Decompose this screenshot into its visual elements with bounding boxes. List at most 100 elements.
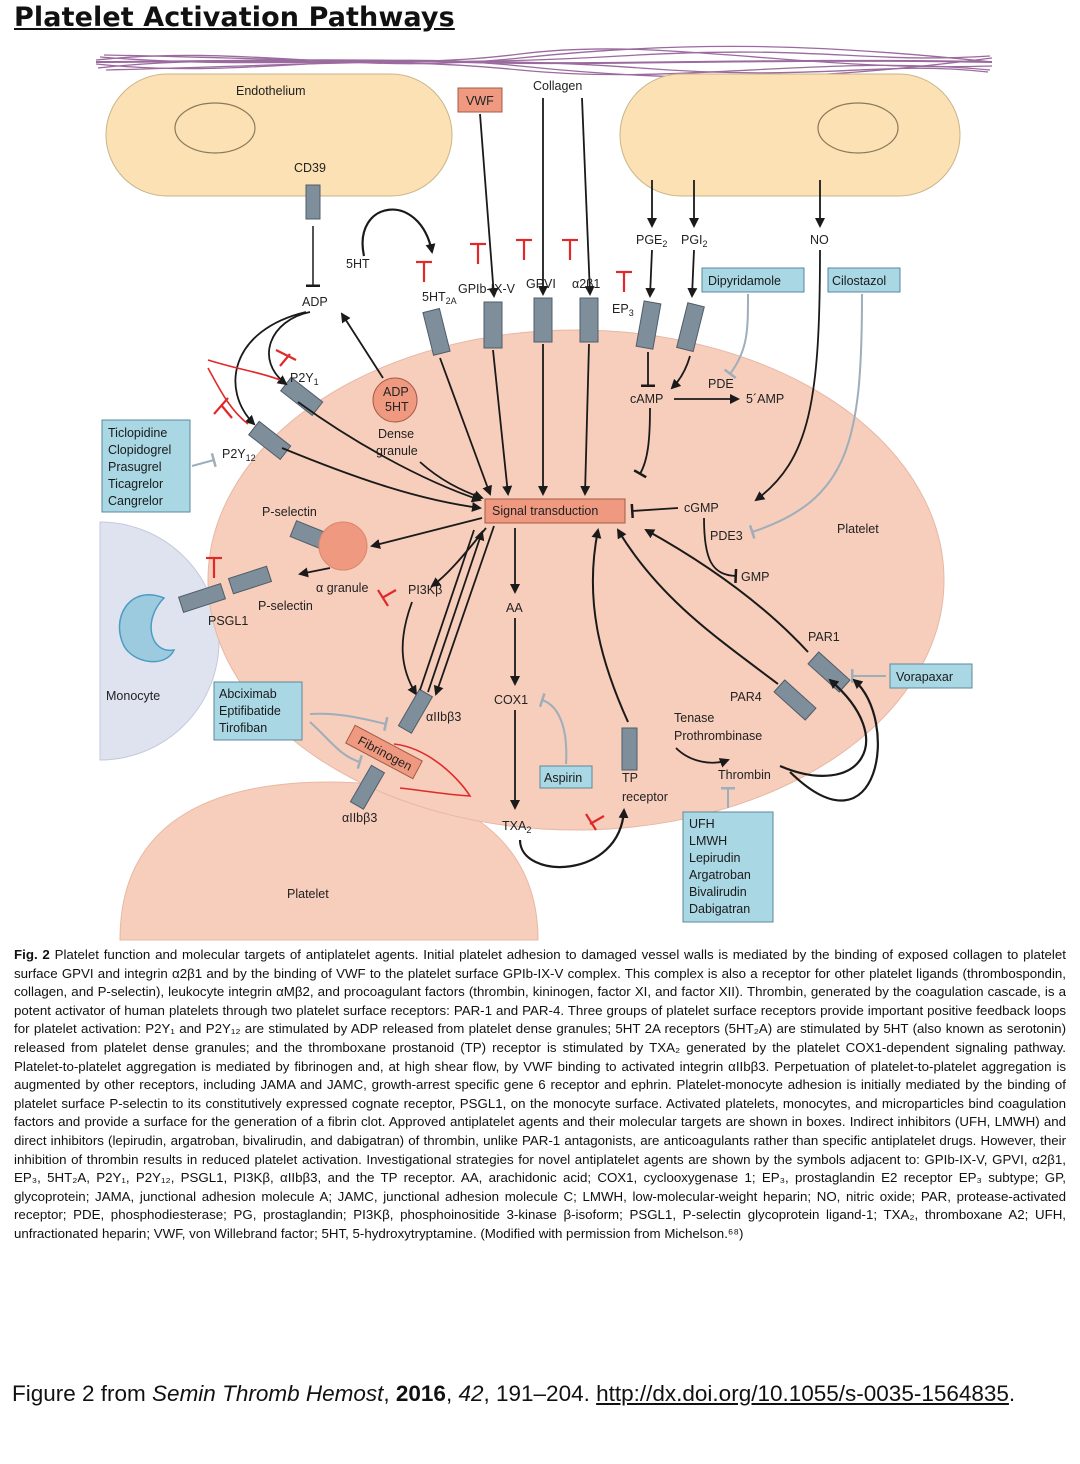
signal-transduction-label: Signal transduction	[492, 504, 598, 518]
tp-label-2: receptor	[622, 790, 668, 804]
thrombin-inhibitor-box	[682, 811, 774, 923]
alpha-granule	[318, 521, 368, 571]
prothrombinase-label: Prothrombinase	[674, 729, 762, 743]
doi-link[interactable]: http://dx.doi.org/10.1055/s-0035-1564835	[596, 1381, 1009, 1406]
bivalirudin-label: Bivalirudin	[689, 885, 747, 899]
monocyte-label: Monocyte	[106, 689, 160, 703]
pathway-diagram: Endothelium Monocyte Platelet Platelet C…	[95, 45, 993, 941]
endothelium-label: Endothelium	[236, 84, 306, 98]
pselectin-top-label: P-selectin	[262, 505, 317, 519]
monocyte-cell	[99, 521, 220, 761]
p2y1-label: P2Y1	[290, 371, 319, 387]
platelet-label: Platelet	[837, 522, 879, 536]
vwf-label: VWF	[466, 94, 494, 108]
p2y12-label: P2Y12	[222, 447, 256, 463]
aiib3-lower-label: αIIbβ3	[342, 811, 377, 825]
aa-label: AA	[506, 601, 523, 615]
fiveht-label: 5HT	[346, 257, 370, 271]
aiib3-lower-receptor	[349, 764, 386, 810]
main-platelet-cell	[207, 329, 945, 831]
aspirin-box	[539, 765, 593, 789]
dabigatran-label: Dabigatran	[689, 902, 750, 916]
ep3-label: EP3	[612, 302, 634, 318]
prasugrel-label: Prasugrel	[108, 460, 162, 474]
txa2-label: TXA2	[502, 819, 531, 835]
endothelial-cell-right	[619, 73, 961, 197]
endothelial-cell-left	[105, 73, 453, 197]
collagen-label: Collagen	[533, 79, 582, 93]
dense-5ht: 5HT	[385, 400, 409, 414]
pge2-label: PGE2	[636, 233, 667, 249]
p2y12-inhibitor-box	[101, 419, 191, 513]
no-label: NO	[810, 233, 829, 247]
clopidogrel-label: Clopidogrel	[108, 443, 171, 457]
a2b1-receptor	[579, 297, 599, 343]
cangrelor-label: Cangrelor	[108, 494, 163, 508]
p2y12-receptor	[247, 420, 292, 461]
investigational-markers	[206, 238, 632, 831]
monocyte-nucleus	[118, 594, 176, 663]
figure-citation: Figure 2 from Semin Thromb Hemost, 2016,…	[12, 1377, 1072, 1410]
a2b1-label: α2β1	[572, 277, 600, 291]
par4-label: PAR4	[730, 690, 762, 704]
gp-inhibitor-box	[213, 681, 303, 741]
collagen-fibres	[95, 45, 993, 78]
dense-granule-label-1: Dense	[378, 427, 414, 441]
aiib3-upper-receptor	[397, 688, 434, 734]
gpib-label: GPIb-IX-V	[458, 282, 516, 296]
par1-label: PAR1	[808, 630, 840, 644]
dense-granule	[372, 377, 418, 423]
gmp-label: GMP	[741, 570, 769, 584]
cd39-receptor	[305, 184, 321, 220]
tirofiban-label: Tirofiban	[219, 721, 267, 735]
par4-receptor	[773, 679, 817, 721]
citation-prefix: Figure 2 from	[12, 1381, 153, 1406]
camp-label: cAMP	[630, 392, 663, 406]
lower-platelet-cell	[119, 781, 539, 941]
pgi2-label: PGI2	[681, 233, 708, 249]
abciximab-label: Abciximab	[219, 687, 277, 701]
eptifibatide-label: Eptifibatide	[219, 704, 281, 718]
gpib-receptor	[483, 301, 503, 349]
endothelial-nucleus-left	[174, 102, 256, 154]
alpha-granule-label: α granule	[316, 581, 368, 595]
tp-label-1: TP	[622, 771, 638, 785]
psgl1-receptor	[177, 582, 227, 614]
lepirudin-label: Lepirudin	[689, 851, 740, 865]
tenase-label: Tenase	[674, 711, 714, 725]
pgi2-receptor	[676, 302, 705, 353]
thrombin-label: Thrombin	[718, 768, 771, 782]
fiveht-feedback-arrow	[361, 208, 436, 257]
vorapaxar-label: Vorapaxar	[896, 670, 953, 684]
par1-receptor	[807, 651, 851, 693]
caption-label: Fig. 2	[14, 947, 50, 962]
vorapaxar-box	[889, 663, 973, 689]
adp-label: ADP	[302, 295, 328, 309]
dipyridamole-box	[701, 267, 805, 293]
fiveht2a-receptor	[422, 307, 451, 356]
cilostazol-box	[827, 267, 901, 293]
caption-text: Platelet function and molecular targets …	[14, 947, 1066, 1241]
pde3-label: PDE3	[710, 529, 743, 543]
cd39-label: CD39	[294, 161, 326, 175]
citation-suffix: .	[1008, 1381, 1016, 1406]
gpvi-receptor	[533, 297, 553, 343]
cgmp-label: cGMP	[684, 501, 719, 515]
cox1-label: COX1	[494, 693, 528, 707]
fibrinogen-box	[345, 724, 423, 780]
tp-receptor	[621, 727, 638, 771]
pselectin-low-label: P-selectin	[258, 599, 313, 613]
ep3-receptor	[635, 300, 662, 350]
pde-label: PDE	[708, 377, 734, 391]
dipyridamole-label: Dipyridamole	[708, 274, 781, 288]
dense-granule-label-2: granule	[376, 444, 418, 458]
citation-sep1: ,	[383, 1381, 396, 1406]
five-amp-label: 5´AMP	[746, 392, 784, 406]
endothelial-nucleus-right	[817, 102, 899, 154]
lmwh-label: LMWH	[689, 834, 727, 848]
dense-adp: ADP	[383, 385, 409, 399]
figure-caption: Fig. 2 Platelet function and molecular t…	[14, 946, 1066, 1244]
citation-volume: 42	[458, 1381, 484, 1406]
fiveht2a-label: 5HT2A	[422, 290, 457, 306]
ufh-label: UFH	[689, 817, 715, 831]
